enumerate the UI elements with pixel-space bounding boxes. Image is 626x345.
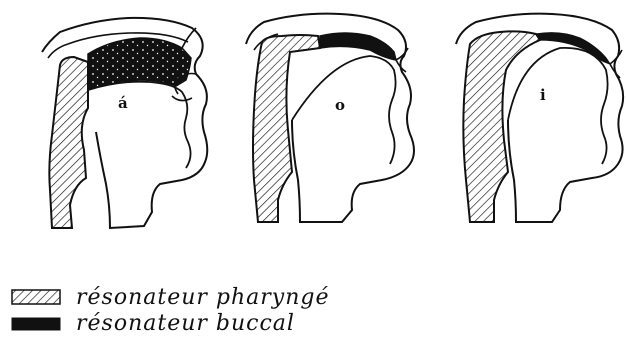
vocal-tract-panel-i: i: [456, 14, 623, 222]
pharyngeal-cavity-o: [253, 35, 320, 222]
pharyngeal-cavity-i: [463, 31, 540, 222]
legend-label-buccal: résonateur buccal: [76, 311, 295, 336]
legend-label-pharyngeal: résonateur pharyngé: [76, 285, 329, 310]
legend-swatch-solid: [12, 318, 60, 330]
legend: résonateur pharyngé résonateur buccal: [12, 285, 329, 336]
vocal-tract-panel-a: á: [42, 18, 207, 228]
buccal-cavity-o: [320, 33, 396, 60]
legend-item-buccal: résonateur buccal: [12, 311, 295, 336]
legend-item-pharyngeal: résonateur pharyngé: [12, 285, 329, 310]
vowel-label-o: o: [335, 96, 345, 114]
vowel-label-a: á: [118, 94, 128, 112]
vowel-label-i: i: [540, 86, 546, 104]
pharyngeal-cavity-a: [49, 57, 88, 228]
legend-swatch-hatched: [12, 290, 60, 304]
vocal-tract-panel-o: o: [246, 14, 414, 222]
